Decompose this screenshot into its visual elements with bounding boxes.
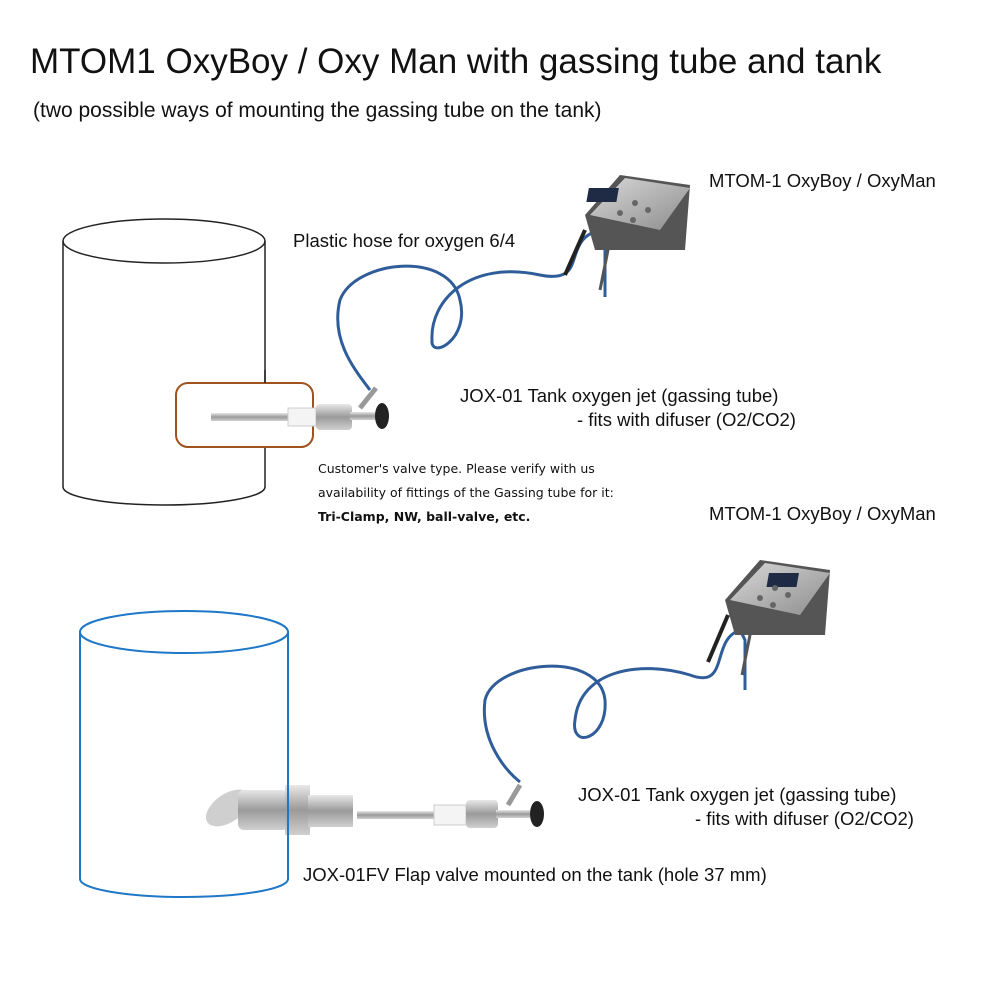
device-label-bottom: MTOM-1 OxyBoy / OxyMan <box>709 503 936 524</box>
jet-label-top-2: - fits with difuser (O2/CO2) <box>577 409 796 430</box>
oxygen-hose-bottom <box>482 628 747 784</box>
tank-top <box>62 218 266 506</box>
valve-note-3: Tri-Clamp, NW, ball-valve, etc. <box>318 509 531 524</box>
gassing-tube-top <box>211 386 389 430</box>
tank-bottom <box>79 610 289 898</box>
valve-note-2: availability of fittings of the Gassing … <box>318 485 614 500</box>
device-label-top: MTOM-1 OxyBoy / OxyMan <box>709 170 936 191</box>
flap-valve-label: JOX-01FV Flap valve mounted on the tank … <box>303 864 767 885</box>
oxygen-hose-top <box>336 228 607 391</box>
gassing-tube-bottom <box>357 783 544 828</box>
valve-note-1: Customer's valve type. Please verify wit… <box>318 461 595 476</box>
jet-label-bottom-1: JOX-01 Tank oxygen jet (gassing tube) <box>578 784 897 805</box>
hose-label: Plastic hose for oxygen 6/4 <box>293 230 516 251</box>
mtom1-device-top <box>563 175 690 291</box>
jet-label-top-1: JOX-01 Tank oxygen jet (gassing tube) <box>460 385 779 406</box>
jet-label-bottom-2: - fits with difuser (O2/CO2) <box>695 808 914 829</box>
mtom1-device-bottom <box>706 560 830 676</box>
page-title: MTOM1 OxyBoy / Oxy Man with gassing tube… <box>30 42 882 81</box>
page-subtitle: (two possible ways of mounting the gassi… <box>33 99 602 122</box>
flap-valve <box>206 653 353 880</box>
